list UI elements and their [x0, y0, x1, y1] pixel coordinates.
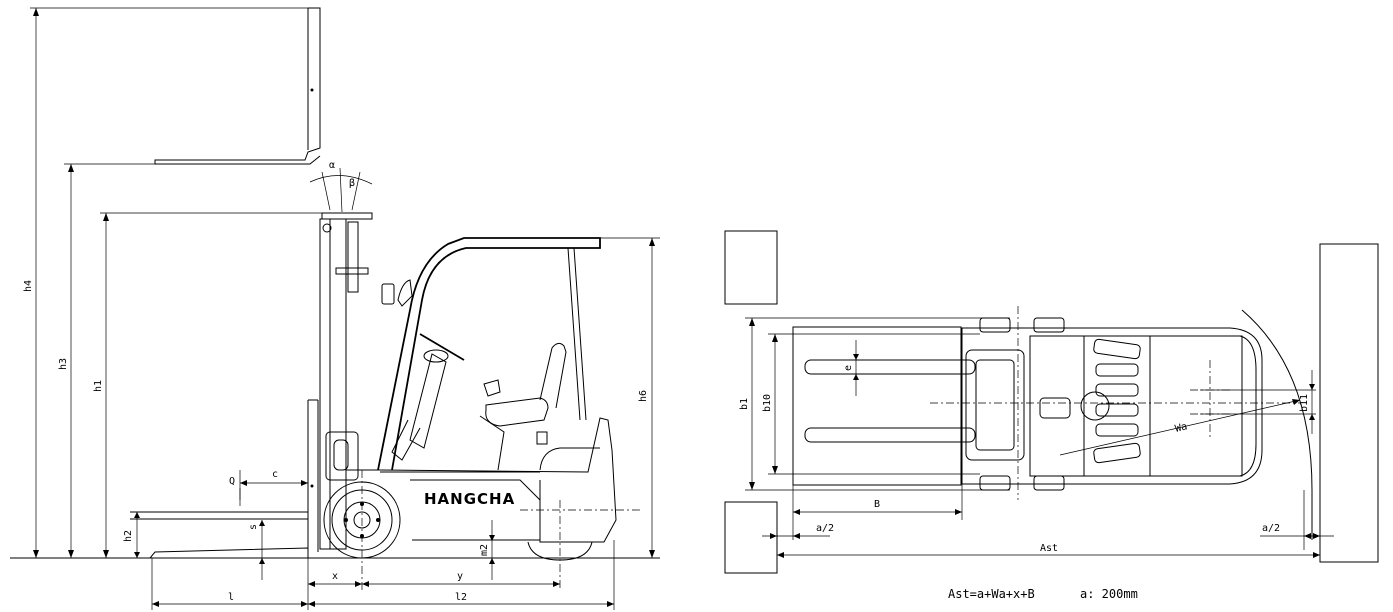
dim-b11: b11: [1200, 370, 1316, 434]
label-wa: Wa: [1174, 421, 1188, 435]
overhead-guard: [377, 237, 601, 471]
label-B: B: [874, 499, 880, 510]
label-h4: h4: [23, 280, 34, 292]
label-b11: b11: [1299, 394, 1310, 412]
label-h6: h6: [638, 390, 649, 402]
seat: [479, 342, 567, 471]
dim-b1: b1: [739, 317, 1010, 491]
top-view: e: [724, 230, 1379, 601]
obstacle-bottom-left: [724, 501, 778, 574]
label-h3: h3: [58, 358, 69, 370]
label-l: l: [228, 592, 234, 603]
dim-h4: h4: [23, 7, 320, 558]
dim-h1: h1: [93, 212, 330, 558]
ast-formula: Ast=a+Wa+x+B: [948, 587, 1035, 601]
obstacle-top-left: [724, 230, 778, 305]
pallet: [792, 326, 962, 486]
label-Ast: Ast: [1040, 543, 1058, 554]
label-h1: h1: [93, 380, 104, 392]
label-a-half-left: a/2: [816, 523, 834, 534]
label-x: x: [332, 571, 338, 582]
dim-m2: m2: [479, 520, 495, 580]
dim-Ast: Ast: [777, 543, 1320, 558]
obstacle-right: [1319, 243, 1379, 563]
label-q: Q: [229, 476, 235, 487]
dim-h2: h2: [123, 512, 140, 558]
forks-top: [804, 359, 976, 443]
label-s: s: [248, 524, 259, 530]
steering-column: [391, 333, 465, 461]
label-y: y: [457, 571, 463, 582]
front-wheel: [323, 470, 401, 590]
rear-wheel: [527, 500, 593, 590]
lowered-fork: [130, 399, 319, 559]
label-b1: b1: [739, 398, 750, 410]
label-beta: β: [349, 178, 355, 189]
dim-h3: h3: [58, 163, 155, 558]
label-l2: l2: [455, 592, 467, 603]
a-value: a: 200mm: [1080, 587, 1138, 601]
label-c: c: [272, 469, 278, 480]
dim-s: s: [248, 520, 265, 580]
raised-fork: [154, 7, 321, 165]
label-m2: m2: [479, 544, 490, 556]
dim-a-half-right: a/2: [1260, 490, 1334, 550]
truck-top: [930, 306, 1300, 500]
label-b10: b10: [762, 394, 773, 412]
brand-label: HANGCHA: [424, 490, 515, 508]
dim-e: e: [843, 340, 859, 396]
mast: [319, 212, 373, 550]
tilt-angles: α β: [309, 160, 373, 213]
side-view: h4 h3 h1 α β: [10, 7, 660, 610]
dim-b10: b10: [762, 333, 980, 475]
label-a-half-right: a/2: [1262, 523, 1280, 534]
turning-radius: Wa: [1059, 309, 1313, 540]
dim-h6: h6: [600, 237, 660, 558]
dim-B: B: [792, 484, 963, 540]
dim-bottom: x y l l2: [151, 540, 615, 610]
dim-a-half-left: a/2: [762, 502, 834, 550]
label-alpha: α: [329, 160, 335, 171]
label-e: e: [843, 365, 854, 371]
label-h2: h2: [123, 530, 134, 542]
dim-load-center: c Q: [229, 469, 308, 506]
truck-body: HANGCHA: [346, 417, 640, 543]
